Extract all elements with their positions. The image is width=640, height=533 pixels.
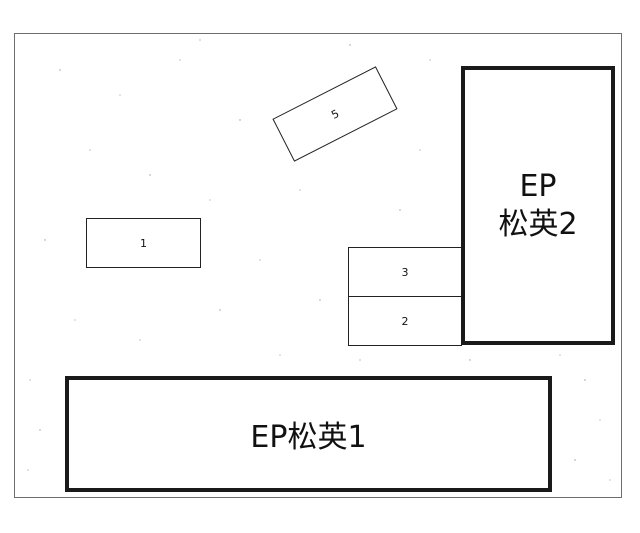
table-2: 2 <box>348 296 462 346</box>
table-2-label: 2 <box>401 314 409 328</box>
block-ep-shoei-2-line2: 松英2 <box>498 206 578 242</box>
block-ep-shoei-1: EP松英1 <box>65 376 552 492</box>
table-1-label: 1 <box>140 236 147 250</box>
block-ep-shoei-2-line1: EP <box>519 169 557 204</box>
table-3: 3 <box>348 247 462 297</box>
block-ep-shoei-2: EP 松英2 <box>461 66 615 345</box>
block-ep-shoei-1-label: EP松英1 <box>250 420 367 455</box>
table-1: 1 <box>86 218 201 268</box>
table-5-label: 5 <box>328 106 342 122</box>
table-3-label: 3 <box>401 265 409 279</box>
